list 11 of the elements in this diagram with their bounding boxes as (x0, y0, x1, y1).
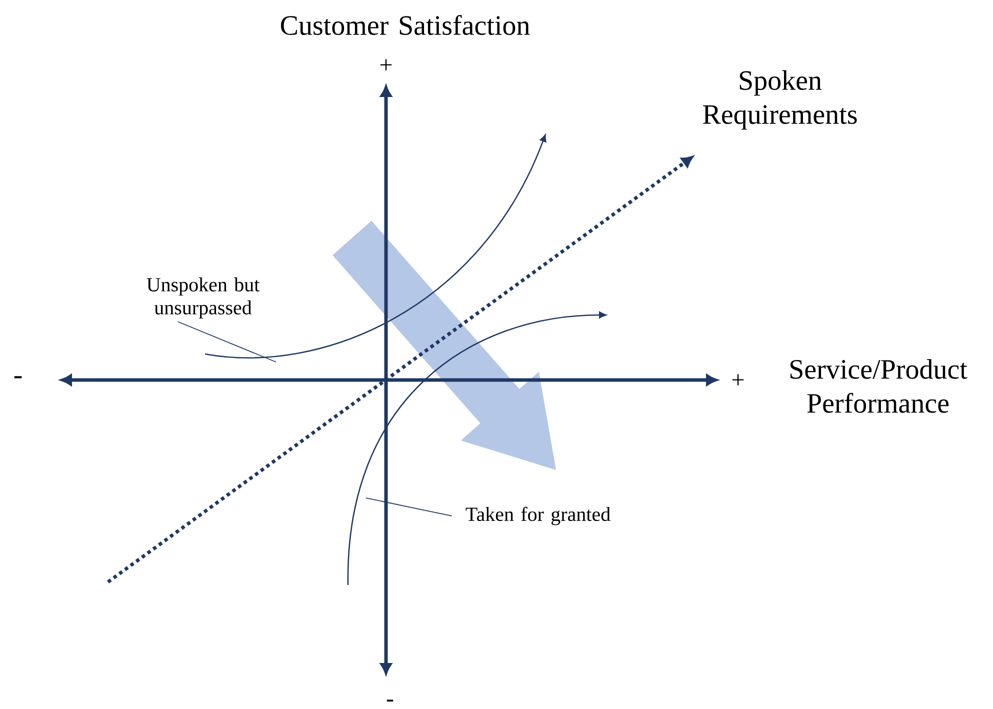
leader-line (178, 321, 276, 362)
callout-text: Taken for granted (466, 506, 610, 526)
axis-label: + (380, 59, 392, 70)
axis-label: Customer Satisfaction (280, 15, 530, 35)
axis-label: Service/Product Performance (790, 359, 968, 413)
axis-label: + (732, 374, 744, 386)
axis-label: Spoken Requirements (703, 70, 857, 130)
axis-label: - (386, 700, 394, 702)
leader-line (366, 498, 452, 516)
axis-label: - (14, 376, 22, 378)
callout-text: Unspoken but unsurpassed (146, 277, 260, 319)
